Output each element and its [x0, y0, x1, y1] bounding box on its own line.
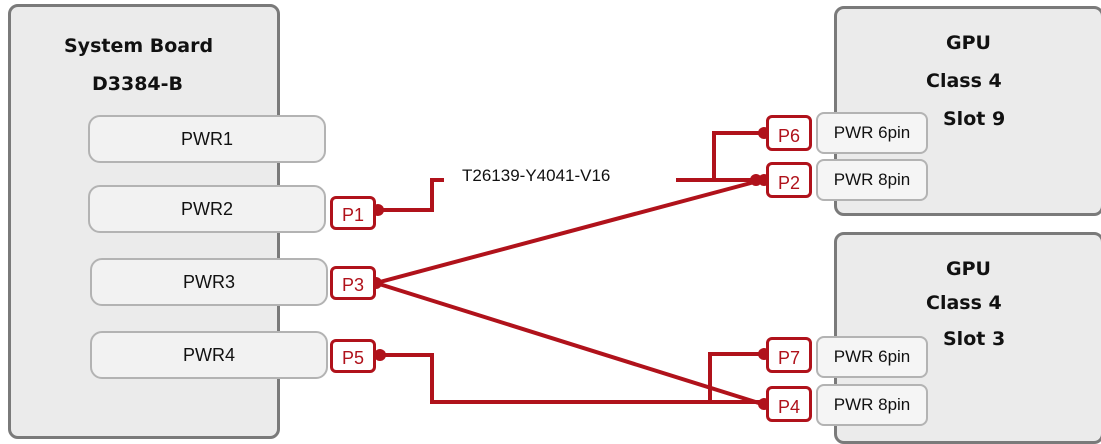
system-board-title: System Board: [64, 35, 214, 57]
port-pwr2: PWR2: [88, 185, 326, 233]
gpu-slot3-port-8pin: PWR 8pin: [816, 384, 928, 426]
gpu-slot9-title: GPU: [946, 32, 991, 54]
port-pwr4: PWR4: [90, 331, 328, 379]
port-pwr1: PWR1: [88, 115, 326, 163]
plug-p7: P7: [766, 337, 812, 373]
plug-p5: P5: [330, 339, 376, 373]
gpu-slot9-slot: Slot 9: [943, 108, 1006, 130]
gpu-slot3-slot: Slot 3: [943, 328, 1006, 350]
plug-p6: P6: [766, 115, 812, 151]
gpu-slot9-port-6pin: PWR 6pin: [816, 112, 928, 154]
plug-p3: P3: [330, 266, 376, 300]
wire-p7-branch: [708, 352, 762, 402]
wire-p3-p2: [375, 178, 763, 285]
system-board-model: D3384-B: [92, 73, 184, 95]
port-pwr3: PWR3: [90, 258, 328, 306]
plug-p2: P2: [766, 162, 812, 198]
wire-p3-p4: [375, 281, 763, 406]
gpu-slot3-port-6pin: PWR 6pin: [816, 336, 928, 378]
plug-p1: P1: [330, 196, 376, 230]
dot-p2-junction: [750, 174, 762, 186]
plug-p4: P4: [766, 386, 812, 422]
cable-part-number: T26139-Y4041-V16: [462, 166, 611, 185]
gpu-slot3-title: GPU: [946, 258, 991, 280]
wire-p1-label: [378, 178, 444, 212]
dot-p5: [374, 349, 386, 361]
wire-p5-p4: [378, 353, 762, 404]
gpu-slot9-class: Class 4: [926, 70, 1002, 92]
gpu-slot3-class: Class 4: [926, 292, 1002, 314]
gpu-slot9-port-8pin: PWR 8pin: [816, 159, 928, 201]
wire-p6-branch: [712, 131, 762, 180]
